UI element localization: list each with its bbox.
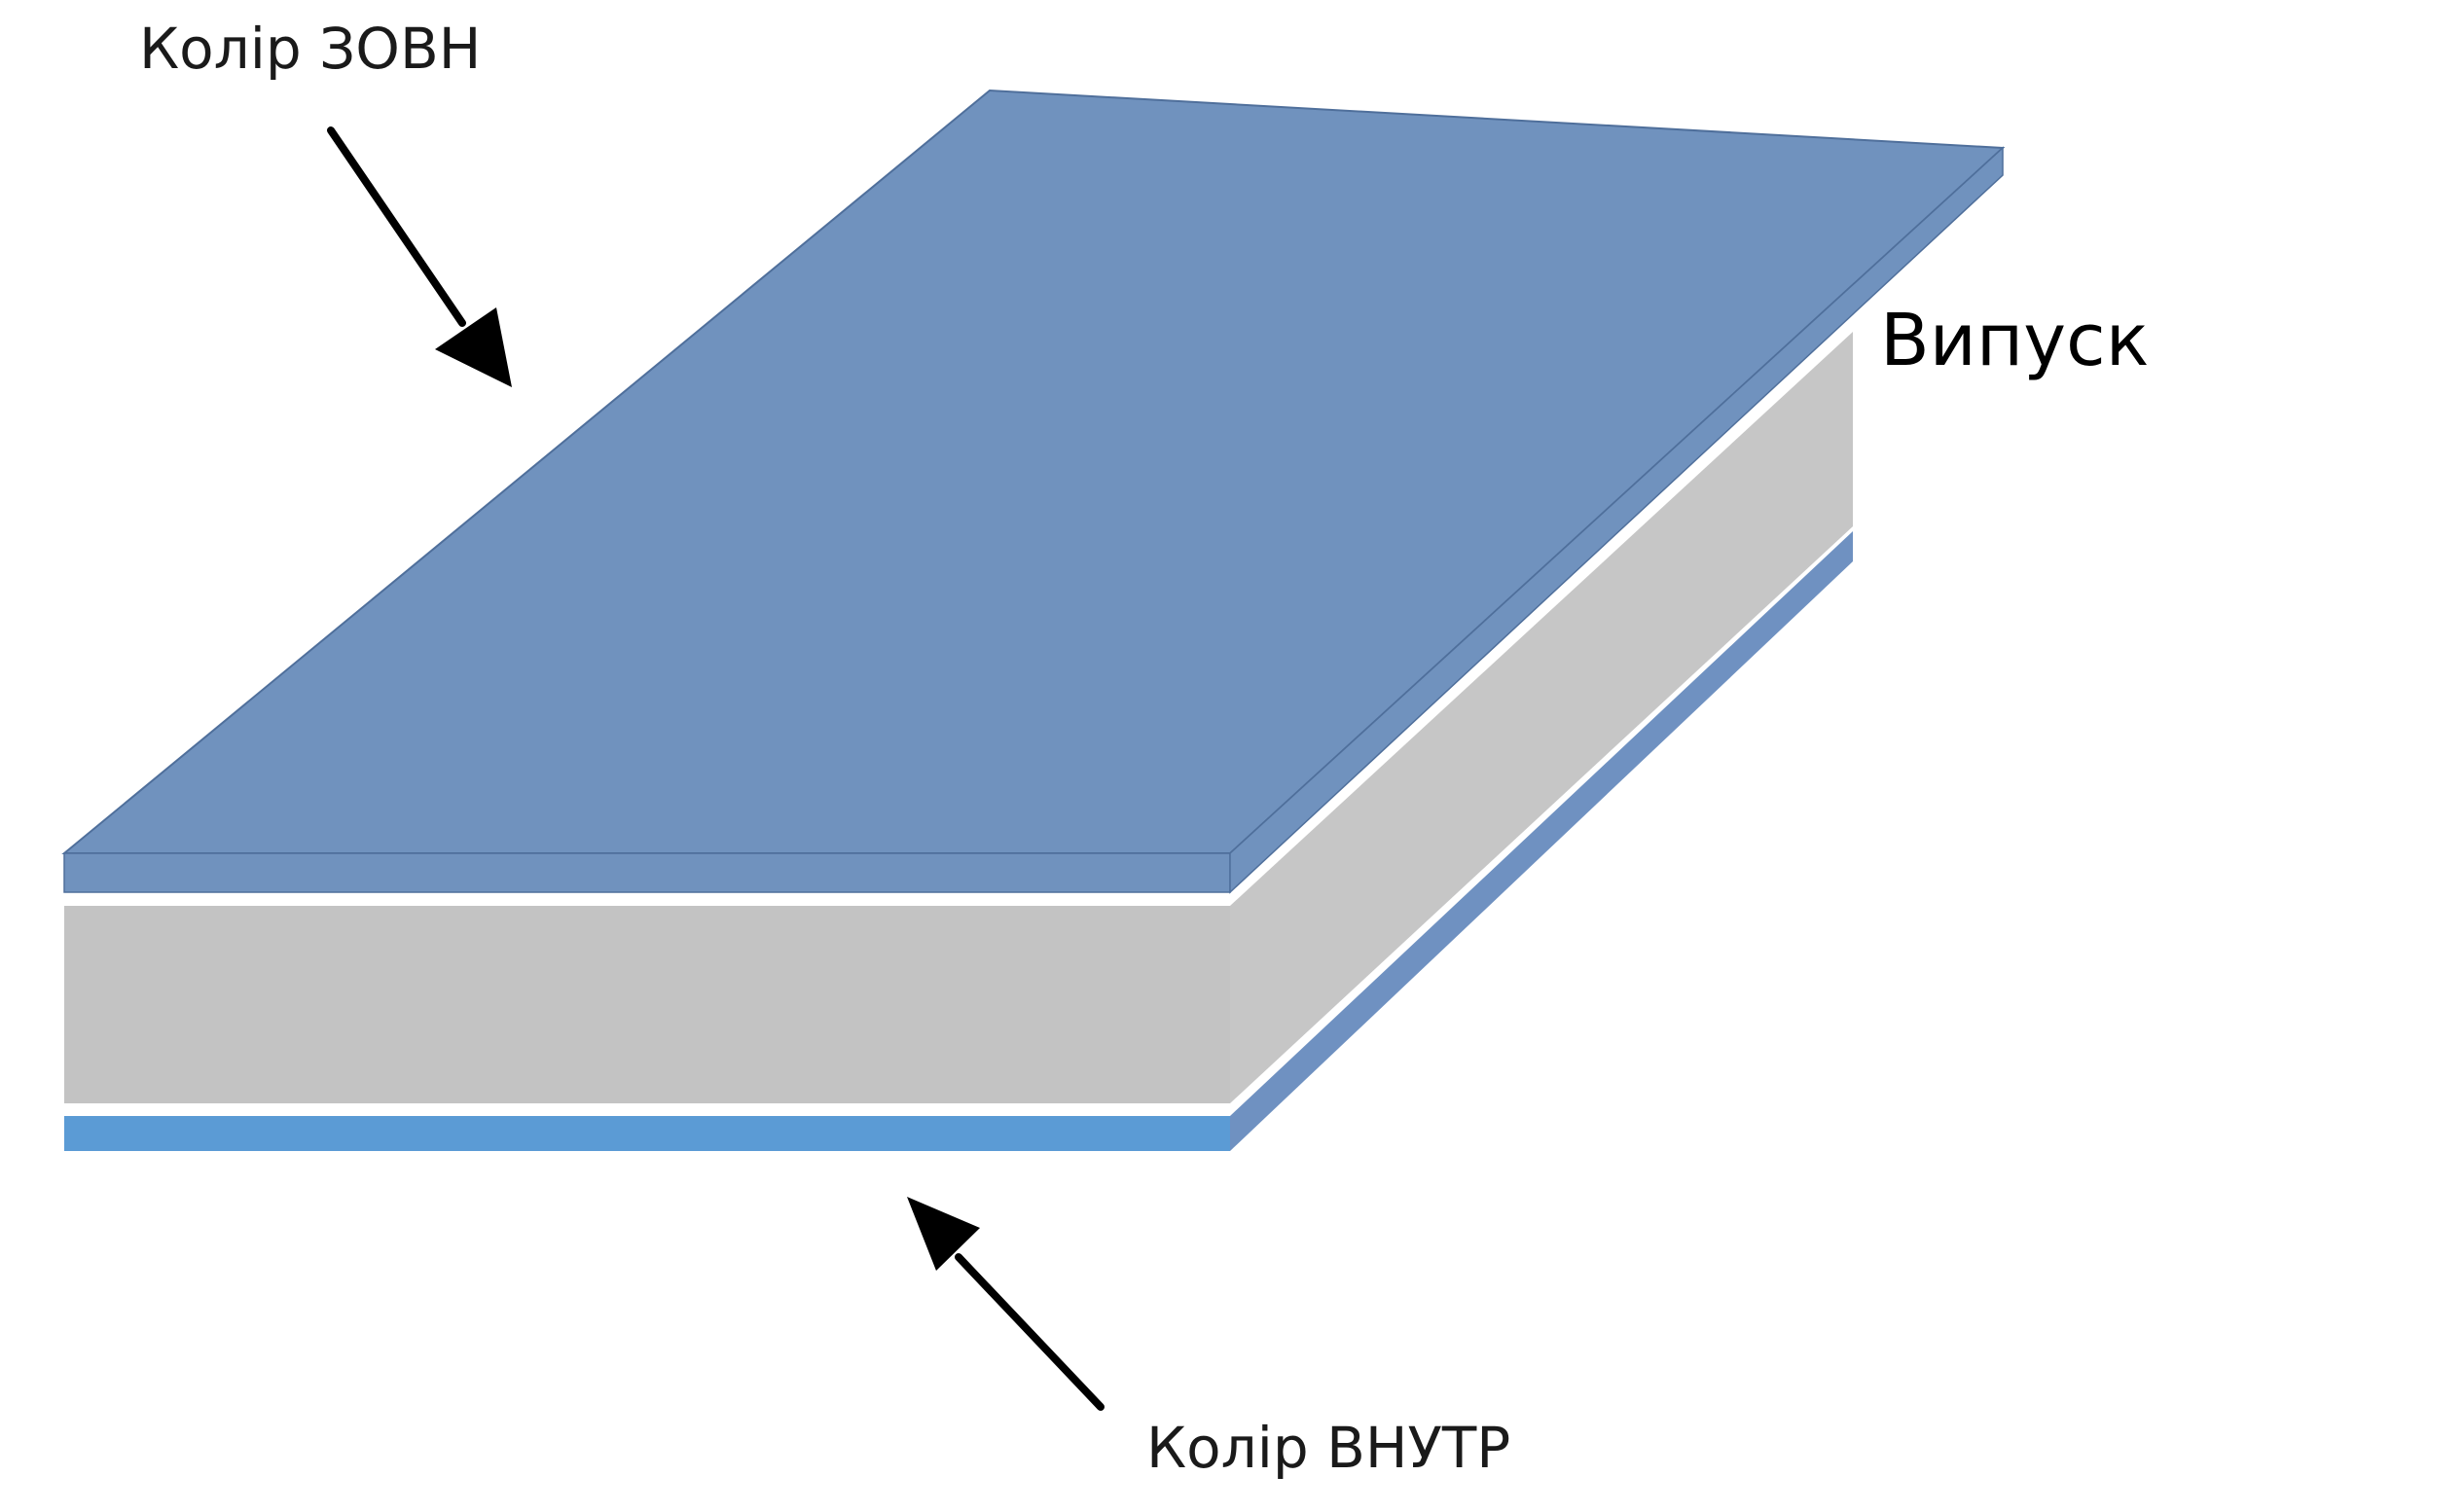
core-front xyxy=(64,906,1230,1103)
release-label: Випуск xyxy=(1880,299,2149,382)
inner-color-arrow xyxy=(907,1197,1105,1411)
outer-layer-front xyxy=(63,852,1231,893)
outer-layer-side xyxy=(1229,146,2004,894)
inner-color-label: Колір ВНУТР xyxy=(1146,1415,1510,1481)
core-side xyxy=(1230,332,1853,1103)
inner-layer-side xyxy=(1230,531,1853,1151)
inner-layer-front xyxy=(64,1116,1230,1151)
outer-color-label: Колір ЗОВН xyxy=(139,16,481,82)
outer-color-arrow xyxy=(327,126,512,387)
